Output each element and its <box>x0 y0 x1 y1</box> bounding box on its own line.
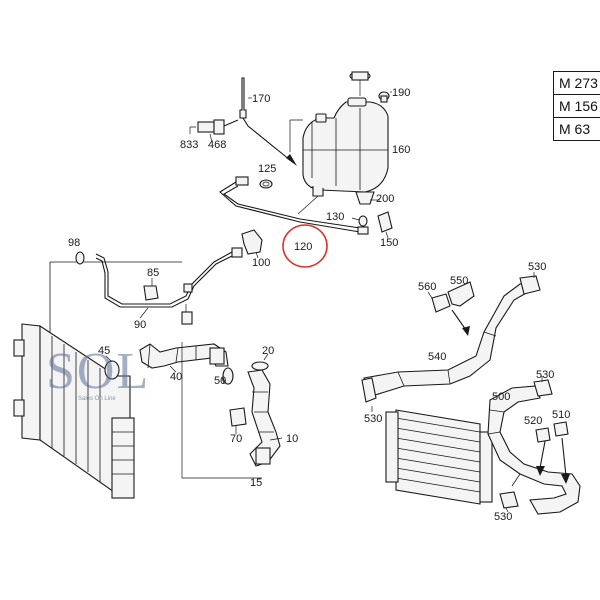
logo-text: SOL <box>46 343 151 400</box>
logo-tagline: Sales On Line <box>78 396 116 402</box>
clip-560 <box>427 291 451 313</box>
level-sensor-170 <box>239 77 297 166</box>
valve-85 <box>143 278 159 301</box>
clamp-530-left <box>361 377 377 412</box>
highlight-ring-120 <box>282 224 328 268</box>
charge-air-hose-500 <box>487 385 581 515</box>
callout-120: 120 <box>294 241 312 253</box>
tank-cap-190 <box>378 91 392 103</box>
coolant-pipe-90 <box>95 247 243 325</box>
callout-520: 520 <box>524 415 542 427</box>
engine-code-m273: M 273 <box>554 72 600 95</box>
callout-560: 560 <box>418 281 436 293</box>
callout-190: 190 <box>392 87 410 99</box>
callout-125: 125 <box>258 163 276 175</box>
callout-510: 510 <box>552 409 570 421</box>
callout-200: 200 <box>376 193 394 205</box>
clamp-150 <box>377 211 393 239</box>
callout-530-bottom: 530 <box>494 511 512 523</box>
clamp-530-top <box>519 272 541 295</box>
callout-530-top: 530 <box>528 261 546 273</box>
radiator <box>13 323 135 499</box>
clamp-50 <box>221 367 234 385</box>
engine-code-table: M 273 M 156 M 63 <box>553 71 600 141</box>
upper-hose-40 <box>139 343 229 373</box>
callout-540: 540 <box>428 351 446 363</box>
seal-45 <box>104 355 120 380</box>
intercooler <box>385 409 493 505</box>
callout-170: 170 <box>252 93 270 105</box>
callout-15: 15 <box>250 477 262 489</box>
ring-125 <box>259 179 273 189</box>
clamp-70 <box>229 407 247 434</box>
clamp-520 <box>535 427 551 443</box>
callout-530-mid: 530 <box>536 369 554 381</box>
grommet-200 <box>355 191 380 205</box>
lower-hose-10 <box>247 369 283 467</box>
seal-98 <box>75 251 85 265</box>
callout-98: 98 <box>68 237 80 249</box>
callout-468: 468 <box>208 139 226 151</box>
expansion-tank <box>289 97 389 197</box>
callout-530-left: 530 <box>364 413 382 425</box>
callout-550: 550 <box>450 275 468 287</box>
watermark-logo: SOL Sales On Line <box>46 345 166 415</box>
callout-500: 500 <box>492 391 510 403</box>
clamp-20 <box>251 353 269 371</box>
callout-70: 70 <box>230 433 242 445</box>
engine-code-m63: M 63 <box>559 121 591 137</box>
tank-cap-top <box>349 71 371 96</box>
engine-code-m156: M 156 <box>554 95 600 118</box>
sensor-plug-833-468 <box>189 119 239 143</box>
clamp-130 <box>351 215 368 227</box>
callout-833: 833 <box>180 139 198 151</box>
callout-85: 85 <box>147 267 159 279</box>
frame-lead-15 <box>181 342 262 479</box>
callout-45: 45 <box>98 345 110 357</box>
callout-50: 50 <box>214 375 226 387</box>
callout-90: 90 <box>134 319 146 331</box>
clamp-530-mid <box>533 376 553 397</box>
clamp-510 <box>553 421 569 437</box>
vent-line-120 <box>219 176 369 235</box>
callout-130: 130 <box>326 211 344 223</box>
callout-10: 10 <box>286 433 298 445</box>
callout-100: 100 <box>252 257 270 269</box>
callout-160: 160 <box>392 144 410 156</box>
callout-20: 20 <box>262 345 274 357</box>
clamp-100 <box>241 229 263 259</box>
callout-40: 40 <box>170 371 182 383</box>
callout-150: 150 <box>380 237 398 249</box>
bracket-550 <box>447 281 475 336</box>
clamp-530-bottom <box>499 491 519 513</box>
